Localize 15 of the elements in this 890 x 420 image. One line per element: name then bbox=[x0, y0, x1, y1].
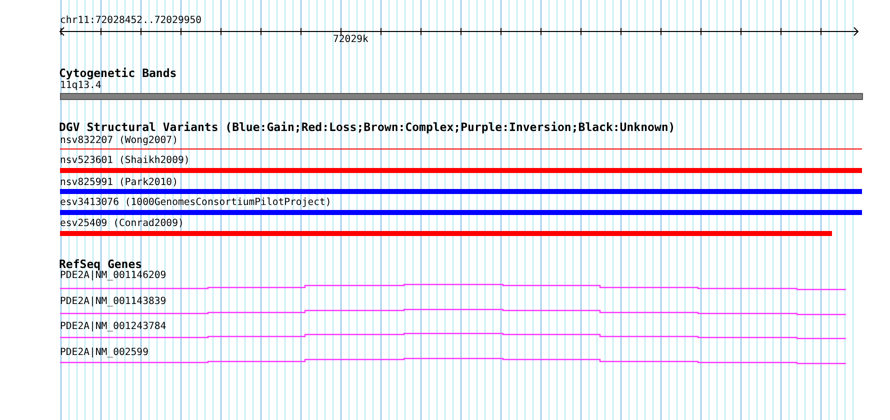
variant-label: nsv825991 (Park2010) bbox=[60, 177, 178, 189]
variant-label: nsv832207 (Wong2007) bbox=[60, 135, 178, 147]
gene-label: PDE2A|NM_001146209 bbox=[60, 270, 166, 282]
variant-label: esv25409 (Conrad2009) bbox=[60, 218, 184, 230]
gene-label: PDE2A|NM_001243784 bbox=[60, 321, 166, 333]
gene-label: PDE2A|NM_002599 bbox=[60, 347, 148, 359]
variant-label: nsv523601 (Shaikh2009) bbox=[60, 155, 190, 167]
variant-label: esv3413076 (1000GenomesConsortiumPilotProject) bbox=[60, 197, 332, 209]
band-label: 11q13.4 bbox=[60, 80, 102, 92]
track-title: RefSeq Genes bbox=[59, 258, 142, 270]
track-title: Cytogenetic Bands bbox=[59, 67, 177, 79]
tick-label: 72029k bbox=[333, 34, 368, 46]
track-title: DGV Structural Variants (Blue:Gain;Red:Loss;Brown:Complex;Purple:Inversion;Black:Unknown) bbox=[59, 121, 676, 133]
coordinate-label: chr11:72028452..72029950 bbox=[60, 15, 202, 27]
gene-label: PDE2A|NM_001143839 bbox=[60, 296, 166, 308]
